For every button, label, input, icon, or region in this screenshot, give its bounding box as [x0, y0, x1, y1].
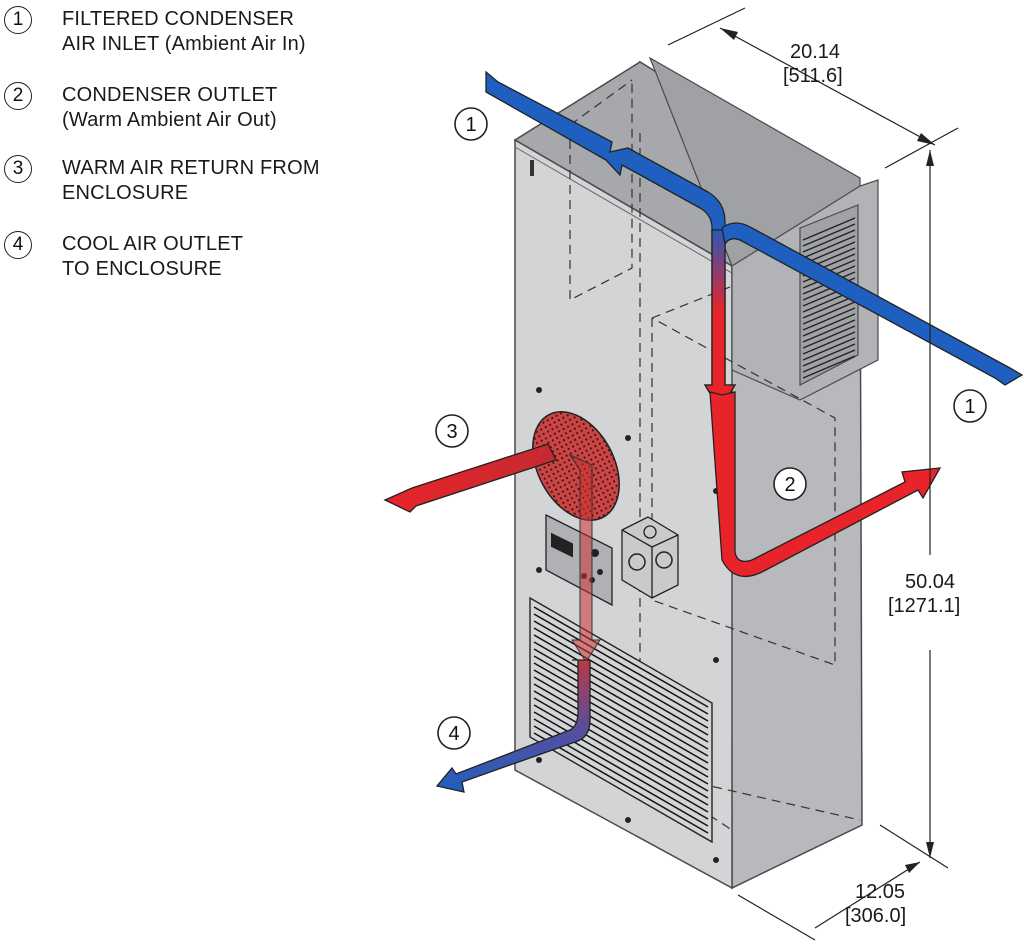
width-dimension-metric: [511.6]	[783, 65, 843, 87]
airflow-arrows	[383, 70, 1024, 793]
legend-label: FILTERED CONDENSER AIR INLET (Ambient Ai…	[62, 7, 306, 57]
callout-number: 4	[448, 723, 459, 745]
return-air-grille	[532, 411, 620, 521]
enclosure-unit	[513, 56, 879, 890]
callout-number: 2	[784, 474, 795, 496]
condenser-outlet-arrow	[709, 391, 942, 578]
dimension-arrowheads	[720, 28, 935, 873]
legend-number: 4	[4, 231, 32, 259]
warm-return-arrow	[383, 443, 557, 513]
front-slot	[530, 160, 534, 176]
legend-number: 1	[4, 6, 32, 34]
electrical-junction-box	[621, 516, 679, 599]
callout-1-top: 1	[454, 107, 488, 141]
depth-dimension-value: 12.05	[855, 881, 905, 903]
legend: 1 FILTERED CONDENSER AIR INLET (Ambient …	[0, 0, 400, 290]
mounting-screws	[536, 387, 719, 863]
callout-1-right: 1	[953, 389, 987, 423]
width-dimension-value: 20.14	[790, 41, 840, 63]
callout-2: 2	[773, 467, 807, 501]
legend-label: COOL AIR OUTLET TO ENCLOSURE	[62, 232, 243, 282]
depth-dimension-metric: [306.0]	[845, 905, 906, 927]
legend-number: 3	[4, 155, 32, 183]
legend-label-line1: WARM AIR RETURN FROM	[62, 157, 320, 179]
dimension-lines	[667, 7, 959, 941]
supply-air-grille	[529, 596, 713, 844]
legend-label-line1: FILTERED CONDENSER	[62, 8, 295, 30]
callout-number: 3	[446, 421, 457, 443]
cool-outlet-arrow	[435, 659, 591, 793]
callout-4: 4	[437, 716, 471, 750]
callout-3: 3	[435, 414, 469, 448]
legend-label-line2: (Warm Ambient Air Out)	[62, 109, 277, 131]
callout-number: 1	[964, 396, 975, 418]
height-dimension-metric: [1271.1]	[888, 595, 960, 617]
legend-label: WARM AIR RETURN FROM ENCLOSURE	[62, 156, 320, 206]
legend-label-line2: TO ENCLOSURE	[62, 258, 222, 280]
legend-label-line2: AIR INLET (Ambient Air In)	[62, 33, 306, 55]
height-dimension-value: 50.04	[905, 571, 955, 593]
legend-label-line1: COOL AIR OUTLET	[62, 233, 244, 255]
condenser-pass-through-arrow	[721, 222, 1024, 386]
legend-number: 2	[4, 82, 32, 110]
legend-label-line1: CONDENSER OUTLET	[62, 84, 278, 106]
legend-label: CONDENSER OUTLET (Warm Ambient Air Out)	[62, 83, 277, 133]
legend-label-line2: ENCLOSURE	[62, 182, 189, 204]
callout-number: 1	[465, 114, 476, 136]
